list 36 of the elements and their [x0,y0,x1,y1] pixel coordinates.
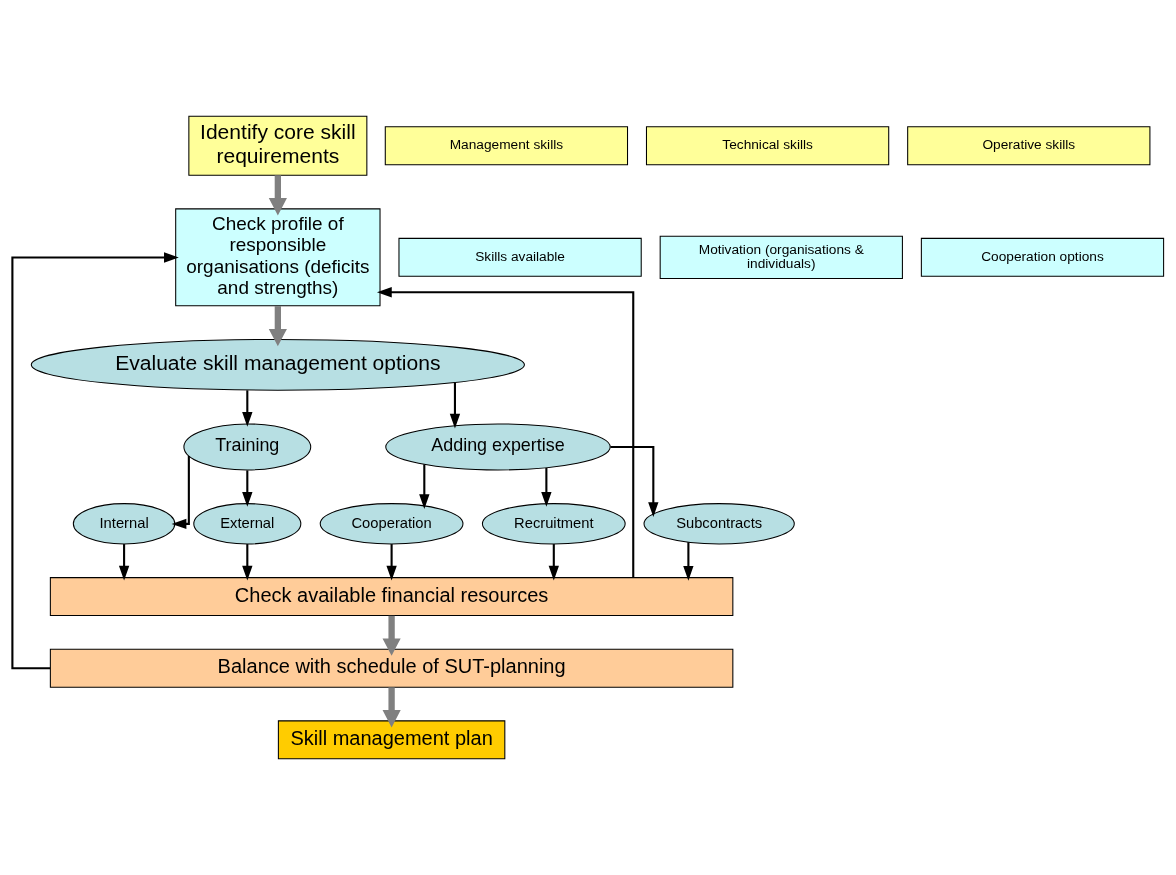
node-box: Check available financial resources [49,577,734,617]
arrow [449,382,461,429]
arrow [118,544,130,581]
arrow [386,544,397,581]
node-box: Identify core skill requirements [188,115,368,176]
node-ellipse: Cooperation [319,503,464,545]
node-ellipse: Recruitment [481,503,626,545]
node-ellipse: External [193,503,302,545]
node-ellipse: Adding expertise [385,423,611,471]
arrow [610,446,659,517]
arrow [242,390,253,427]
arrow [382,615,401,656]
node-box: Skill management plan [277,720,506,760]
node-box: Management skills [384,126,629,166]
node-box: Operative skills [907,126,1151,166]
arrow [541,467,552,507]
arrow [377,287,635,578]
arrow [268,175,287,216]
arrow [242,470,253,507]
node-box: Motivation (organisations & individuals) [659,235,903,279]
arrow [268,306,287,347]
arrow [382,687,401,728]
node-box: Technical skills [645,126,890,166]
node-box: Check profile of responsible organisations (deficits and strengths) [175,208,381,307]
arrow [171,456,190,530]
arrow [683,542,694,581]
arrow [548,544,559,581]
node-ellipse: Evaluate skill management options [30,338,525,391]
node-box: Skills available [398,237,642,277]
arrow [11,252,179,670]
arrow [242,544,253,581]
node-ellipse: Training [183,423,312,471]
node-box: Balance with schedule of SUT-planning [49,648,734,688]
node-box: Cooperation options [920,237,1165,277]
arrow [419,464,430,510]
node-ellipse: Internal [72,503,176,545]
